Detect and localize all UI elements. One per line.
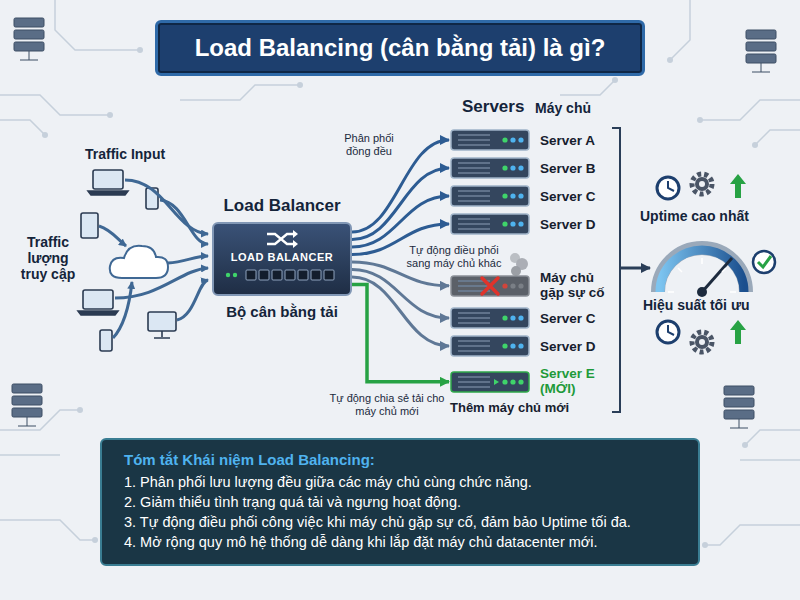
server: Server D [450, 335, 596, 357]
text-label: Traffic Input [85, 146, 165, 162]
text-label: Hiệu suất tối ưu [643, 297, 750, 313]
summary-line: 2. Giảm thiểu tình trạng quá tải và ngưn… [124, 492, 678, 512]
edge-label: Tự động chia sẻ tải cho máy chủ mới [327, 392, 447, 417]
text-label: Uptime cao nhất [640, 208, 749, 224]
connector [352, 168, 449, 240]
check-icon [753, 251, 775, 273]
server-row: Server C [450, 185, 596, 207]
server-row: Server A [450, 129, 595, 151]
port-row [222, 267, 342, 283]
summary-line: 1. Phân phối lưu lượng đều giữa các máy … [124, 472, 678, 492]
title-text: Load Balancing (cân bằng tải) là gì? [195, 34, 606, 62]
server-icon [450, 307, 530, 329]
server-label: Server C [540, 189, 596, 204]
summary-box: Tóm tắt Khái niệm Load Balancing: 1. Phân… [100, 438, 700, 566]
summary-heading: Tóm tắt Khái niệm Load Balancing: [124, 451, 678, 468]
server: Server C [450, 307, 596, 329]
server-label: Server B [540, 161, 596, 176]
server-label: Server E (MỚI) [540, 367, 600, 397]
server-row: Server D [450, 335, 596, 357]
cloud-icon [110, 246, 168, 278]
load-balancer: Load BalancerLOAD BALANCER Bộ cân bằng tả… [212, 196, 352, 320]
device-label: LOAD BALANCER [231, 251, 333, 263]
server-icon [450, 129, 530, 151]
server-row: Máy chủ gặp sự cố [450, 271, 606, 301]
server-icon [450, 157, 530, 179]
server-row: Server B [450, 157, 596, 179]
new-server: Server E (MỚI) Thêm máy chủ mới [450, 367, 600, 415]
server-row: Server E (MỚI) [450, 367, 600, 397]
server-row: Server D [450, 213, 596, 235]
failed-server: Máy chủ gặp sự cố [450, 271, 606, 301]
server-label: Server C [540, 311, 596, 326]
server-icon [450, 213, 530, 235]
gauge-icon [658, 248, 746, 297]
server-label: Server D [540, 217, 596, 232]
server-icon [450, 371, 530, 393]
title-box: Load Balancing (cân bằng tải) là gì? [155, 20, 645, 76]
result-arrow [620, 267, 650, 270]
server-icon [450, 275, 530, 297]
server-stack-icons [12, 18, 776, 428]
traffic-arrows [99, 180, 208, 338]
node-heading: Load Balancer [223, 196, 340, 216]
text-label: Máy chủ [535, 100, 591, 116]
server: Server A [450, 129, 595, 151]
server: Server C [450, 185, 596, 207]
text-label: Servers [462, 97, 524, 117]
status-icons [657, 174, 746, 352]
server-label: Server A [540, 133, 595, 148]
shuffle-icon [265, 229, 299, 249]
summary-line: 4. Mở rộng quy mô hệ thống dễ dàng khi l… [124, 532, 678, 552]
text-label: Traffic lượng truy cập [16, 234, 80, 282]
edge-label: Tự động điều phối sang máy chủ khác [398, 244, 510, 269]
server: Server D [450, 213, 596, 235]
node-caption: Bộ cân bằng tải [226, 303, 338, 320]
server-label: Máy chủ gặp sự cố [540, 271, 606, 301]
bracket [612, 128, 620, 412]
server-icon [450, 185, 530, 207]
server-label: Server D [540, 339, 596, 354]
server: Server B [450, 157, 596, 179]
edge-label: Phân phối đồng đều [330, 132, 408, 157]
server-row: Server C [450, 307, 596, 329]
connector [352, 285, 449, 382]
load-balancer-device: LOAD BALANCER [212, 222, 352, 296]
summary-line: 3. Tự động điều phối công việc khi máy c… [124, 512, 678, 532]
server-icon [450, 335, 530, 357]
server-caption: Thêm máy chủ mới [450, 400, 569, 415]
